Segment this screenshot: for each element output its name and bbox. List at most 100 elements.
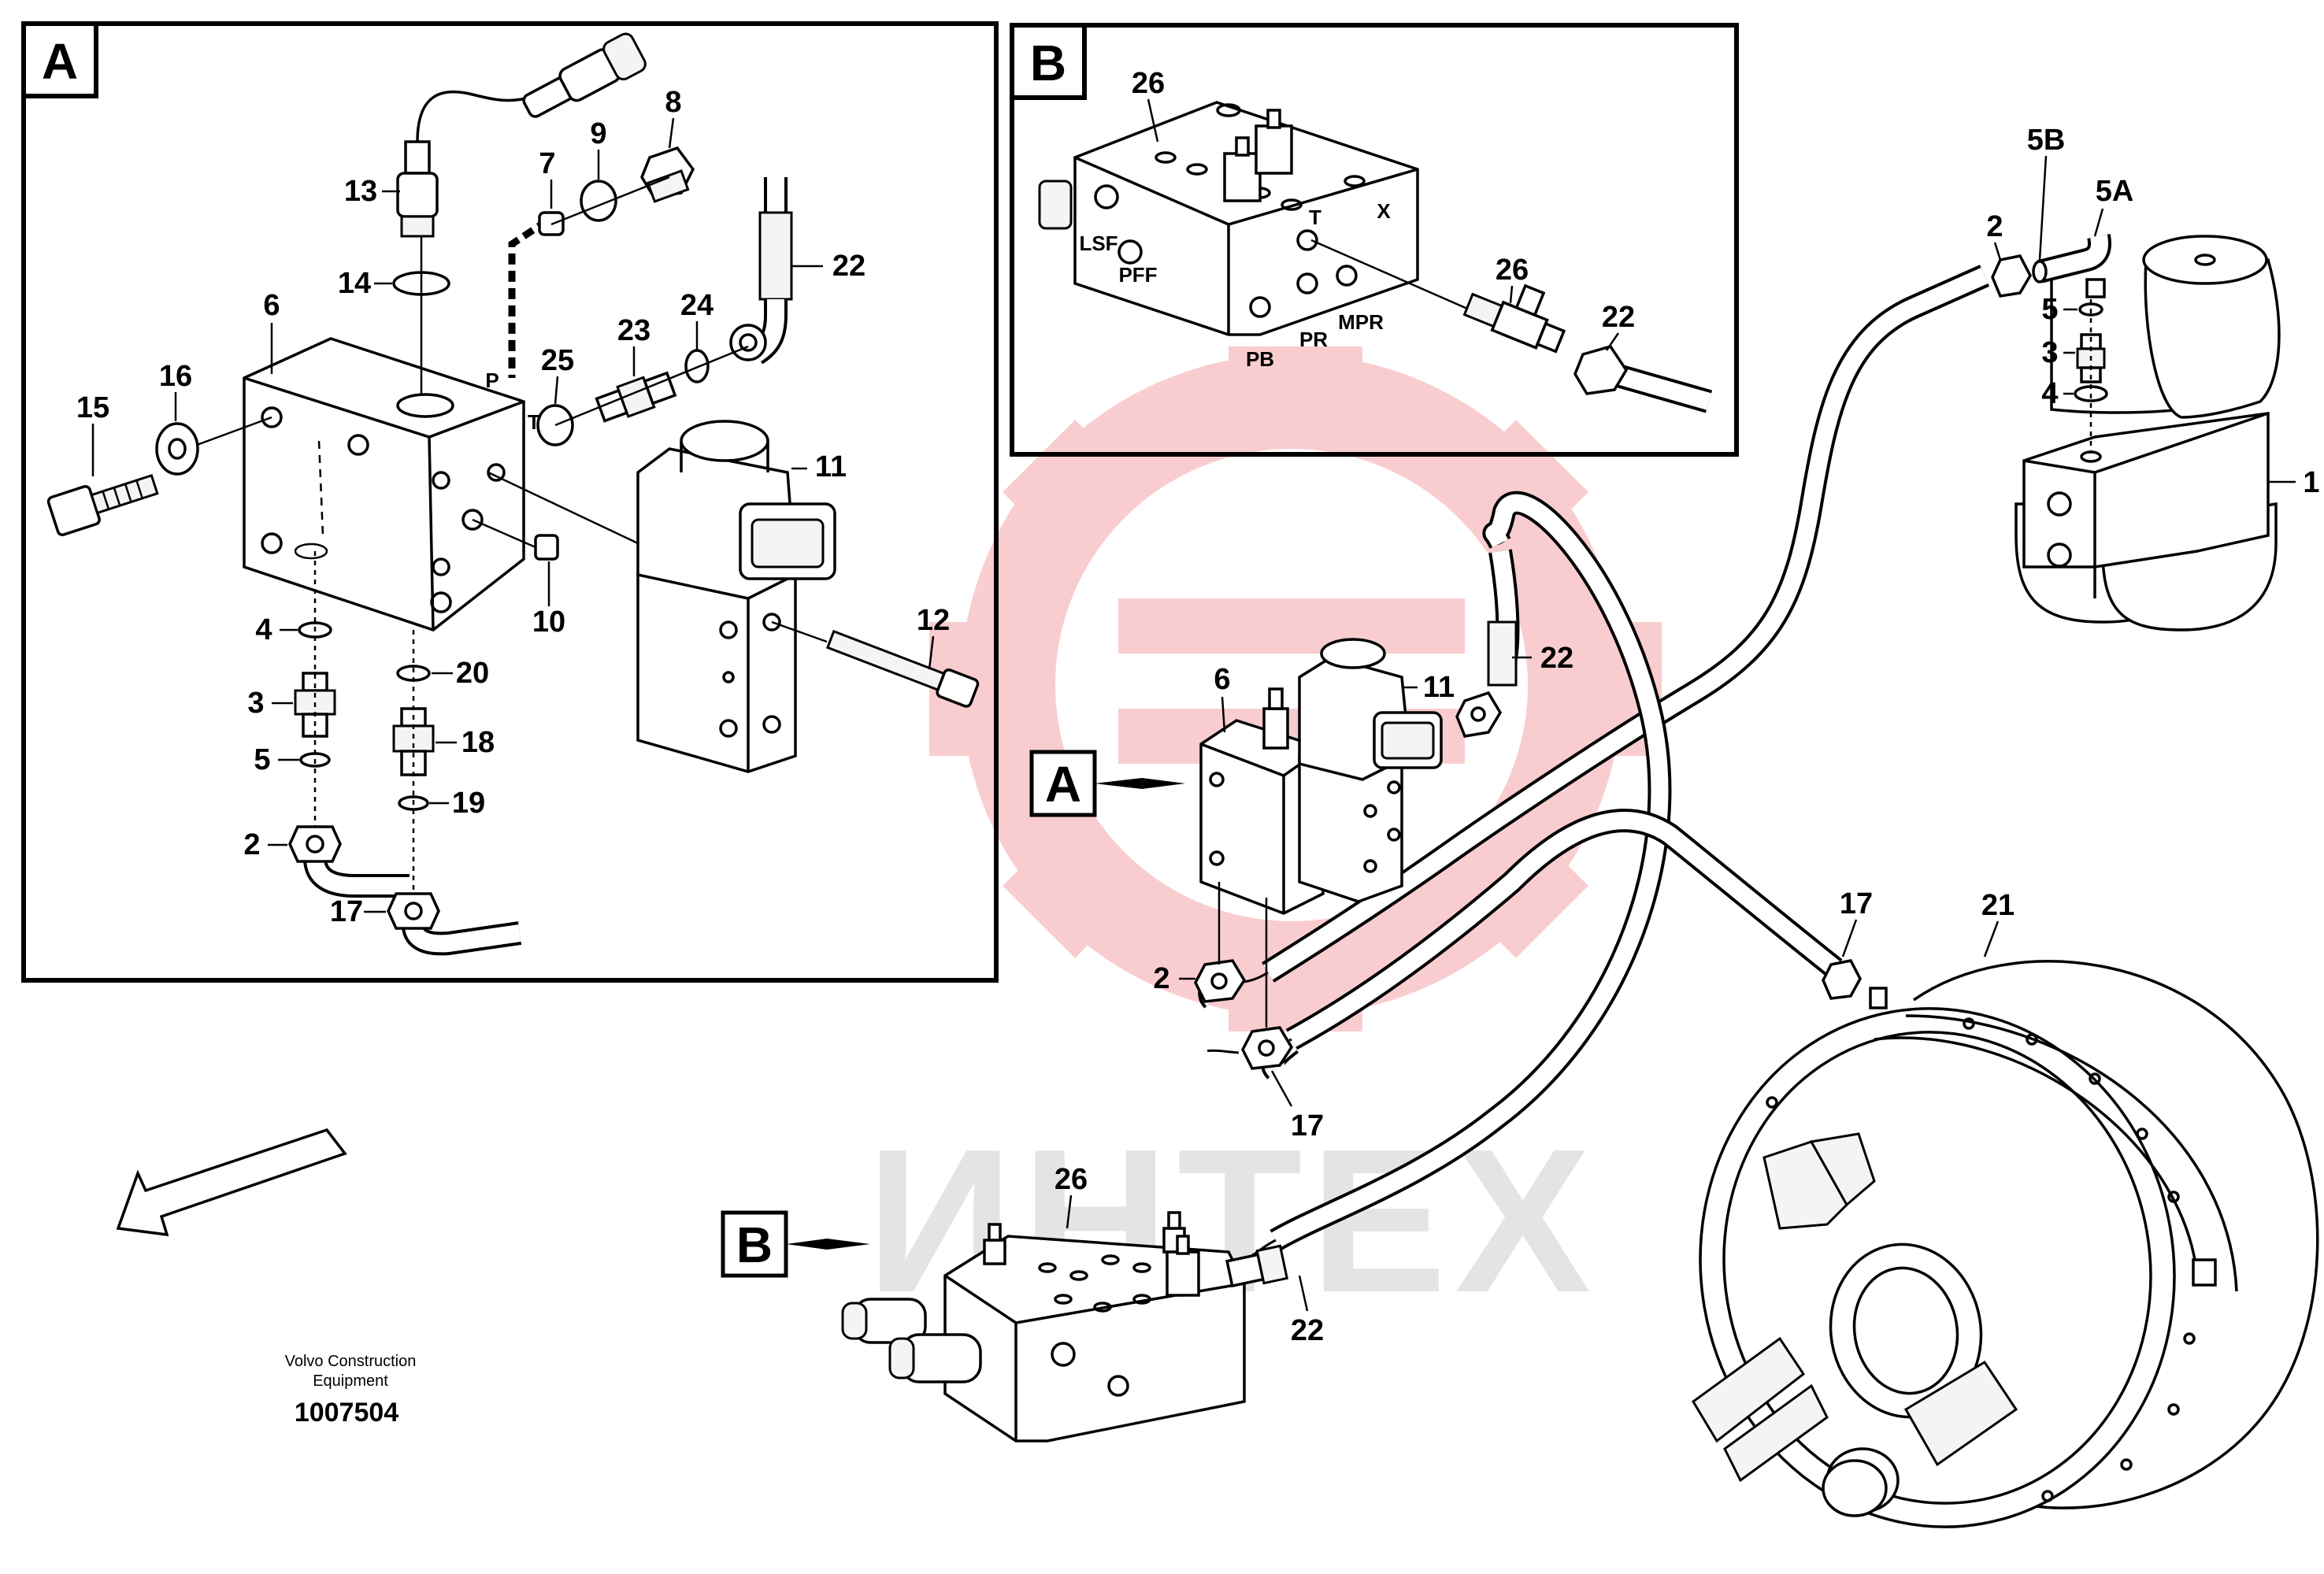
leader-5a bbox=[2093, 208, 2104, 237]
port-pb: PB bbox=[1246, 347, 1274, 371]
label-14: 14 bbox=[338, 267, 371, 300]
label-10: 10 bbox=[532, 606, 565, 639]
leader-25 bbox=[554, 376, 559, 405]
fitting-2-main bbox=[1991, 254, 2033, 298]
leader-17-main-upper bbox=[1841, 919, 1858, 957]
main-hoses bbox=[1204, 265, 1990, 1261]
axis-line bbox=[554, 345, 749, 427]
leader-6-main bbox=[1221, 696, 1226, 733]
screw-12 bbox=[825, 629, 980, 708]
seal-9 bbox=[580, 180, 617, 222]
valve-block-body bbox=[243, 337, 525, 631]
valve-block-bore bbox=[261, 406, 283, 428]
port-lsf: LSF bbox=[1079, 231, 1118, 255]
label-2-main-lower: 2 bbox=[1153, 962, 1169, 995]
leader-22-b bbox=[1605, 332, 1620, 351]
callout-a-arrow bbox=[1095, 778, 1185, 789]
port-pr: PR bbox=[1299, 328, 1328, 351]
watermark-gear-tooth bbox=[1229, 346, 1362, 449]
detail-box-b-letter: B bbox=[1030, 35, 1066, 91]
tee-fitting-26 bbox=[1462, 283, 1566, 354]
motor-bleed-port bbox=[1869, 987, 1888, 1009]
leader-5b bbox=[2038, 155, 2048, 261]
accumulator-sphere bbox=[2144, 258, 2281, 419]
label-13: 13 bbox=[344, 175, 377, 208]
axis-line bbox=[550, 176, 670, 226]
block-26-fittings bbox=[983, 1211, 1200, 1297]
control-block-26-detail bbox=[1038, 101, 1419, 336]
axis-line bbox=[1310, 239, 1473, 313]
label-22-main-lower: 22 bbox=[1291, 1314, 1324, 1347]
elbow-17-a bbox=[387, 892, 522, 956]
port-pff: PFF bbox=[1118, 263, 1157, 287]
valve-block-port bbox=[430, 591, 452, 613]
label-26-main: 26 bbox=[1055, 1163, 1088, 1196]
label-11-main: 11 bbox=[1423, 671, 1455, 704]
main-valve-sensor bbox=[1262, 707, 1289, 750]
control-block-26-main bbox=[841, 1211, 1289, 1443]
valve-block-bore bbox=[261, 532, 283, 554]
label-24: 24 bbox=[680, 289, 714, 322]
label-4-main: 4 bbox=[2041, 377, 2058, 410]
port-mpr: MPR bbox=[1338, 310, 1384, 334]
main-valve-fitting bbox=[1455, 691, 1503, 738]
seal-24 bbox=[684, 349, 710, 383]
valve-block-port bbox=[432, 471, 450, 490]
leader-26-b-top bbox=[1147, 98, 1159, 143]
valve-block-6 bbox=[243, 337, 525, 631]
label-17-a: 17 bbox=[330, 895, 363, 928]
main-valve-assembly bbox=[1199, 638, 1503, 1028]
callout-b-letter: B bbox=[736, 1217, 773, 1273]
label-3-a: 3 bbox=[247, 687, 264, 720]
leader-22-main-lower bbox=[1298, 1275, 1309, 1312]
hose-22-ferrule bbox=[1487, 620, 1518, 687]
label-26-b-top: 26 bbox=[1132, 67, 1165, 100]
detail-box-a-tag bbox=[21, 21, 98, 98]
sensor-hex bbox=[400, 215, 435, 238]
detail-box-b-frame bbox=[1010, 23, 1739, 457]
label-6-main: 6 bbox=[1214, 663, 1230, 696]
adapter-23 bbox=[595, 371, 677, 423]
callout-a-letter: A bbox=[1045, 756, 1081, 813]
port-t: T bbox=[528, 410, 540, 434]
label-22-a: 22 bbox=[832, 250, 865, 283]
valve-block-port bbox=[461, 509, 484, 531]
port-t-b: T bbox=[1309, 206, 1321, 229]
label-21: 21 bbox=[1981, 889, 2015, 922]
label-15: 15 bbox=[76, 391, 109, 424]
detail-box-a-letter: A bbox=[42, 33, 78, 90]
valve-block-bottom-port bbox=[294, 543, 328, 560]
label-26-b: 26 bbox=[1496, 254, 1529, 287]
leader-2-main-upper bbox=[1993, 242, 2002, 261]
detail-box-a-frame bbox=[21, 21, 999, 983]
label-7: 7 bbox=[539, 147, 555, 180]
direction-arrow bbox=[116, 1128, 347, 1237]
elbow-17-main bbox=[1241, 1026, 1299, 1080]
footer-company-line2: Equipment bbox=[313, 1372, 388, 1390]
leader-17-main-lower bbox=[1270, 1070, 1293, 1107]
solenoid-valve-11 bbox=[636, 420, 836, 773]
label-5a: 5A bbox=[2096, 175, 2134, 208]
solenoid-cap bbox=[680, 420, 769, 462]
label-8: 8 bbox=[665, 86, 681, 119]
detail-box-a: A 6 bbox=[21, 21, 999, 983]
accumulator-1 bbox=[2015, 235, 2281, 631]
main-valve-cap bbox=[1320, 638, 1386, 669]
label-17-main-lower: 17 bbox=[1291, 1109, 1324, 1143]
washer-16 bbox=[155, 422, 199, 476]
motor-21 bbox=[1692, 959, 2319, 1528]
leader-26-b bbox=[1509, 285, 1514, 304]
axis-line bbox=[196, 416, 272, 446]
leader-12 bbox=[928, 635, 935, 670]
block-26-cartridges bbox=[841, 1298, 982, 1383]
footer-company-line1: Volvo Construction bbox=[285, 1353, 417, 1370]
label-12: 12 bbox=[917, 604, 950, 637]
seal-5b bbox=[2032, 260, 2048, 283]
label-9: 9 bbox=[590, 117, 606, 150]
label-6: 6 bbox=[263, 289, 280, 322]
callout-a-box bbox=[1029, 750, 1097, 817]
label-17-main-upper: 17 bbox=[1840, 887, 1873, 920]
elbow-5a bbox=[2037, 234, 2112, 298]
motor-lug bbox=[1762, 1140, 1848, 1230]
port-x: X bbox=[1377, 199, 1391, 223]
